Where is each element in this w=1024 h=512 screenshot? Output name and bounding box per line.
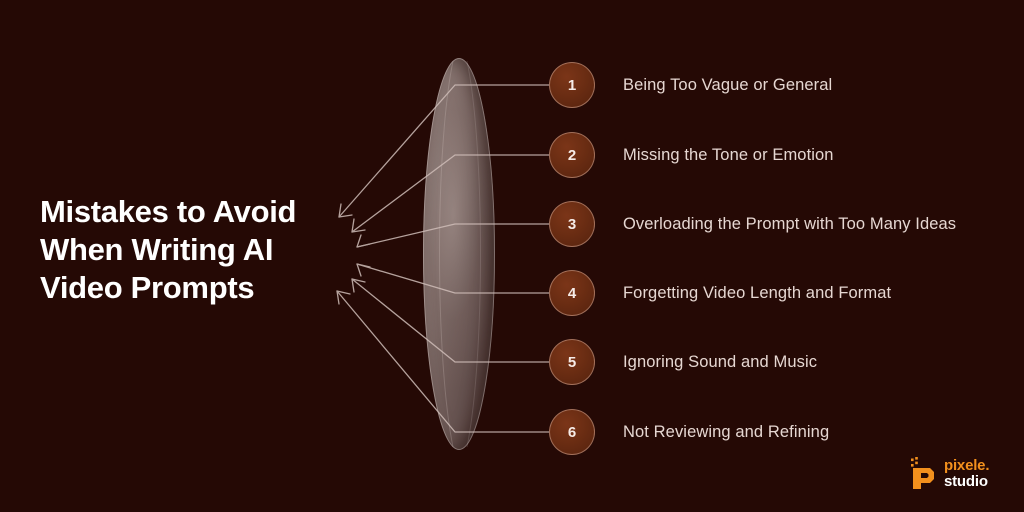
item-number: 6 [567,423,577,441]
title-line-3: Video Prompts [40,270,255,305]
item-number: 4 [567,284,577,302]
title-line-1: Mistakes to Avoid [40,194,297,229]
arrowhead-2 [351,218,366,233]
arrowhead-6 [336,290,351,305]
item-label: Forgetting Video Length and Format [623,283,892,302]
item-number-badge: 3 [549,201,595,247]
item-number-badge: 6 [549,409,595,455]
connector-1 [338,84,550,218]
connector-5 [351,278,550,363]
ellipse-contour-lines [423,58,495,450]
item-label: Ignoring Sound and Music [623,352,818,371]
logo-wordmark: pixele. studio [944,458,989,489]
item-number-badge: 5 [549,339,595,385]
item-label: Not Reviewing and Refining [623,422,830,441]
item-number-badge: 1 [549,62,595,108]
pixelated-p-icon [911,457,934,489]
item-label: Being Too Vague or General [623,75,833,94]
arrowhead-3 [356,234,371,248]
item-number: 2 [567,146,577,164]
ellipse-body [423,58,495,450]
logo-line-2: studio [944,472,988,490]
page-title: Mistakes to Avoid When Writing AI Video … [40,193,350,307]
arrowhead-5 [351,278,366,293]
item-number: 5 [567,353,577,371]
connector-4 [356,263,550,294]
brand-logo[interactable]: pixele. studio [908,452,1012,494]
item-label: Missing the Tone or Emotion [623,145,834,164]
logo-line-1: pixele. [944,456,990,474]
connector-2 [351,154,550,233]
central-ellipse-graphic [423,58,495,450]
item-number: 1 [567,76,577,94]
arrowhead-1 [338,203,353,218]
item-number-badge: 2 [549,132,595,178]
item-label: Overloading the Prompt with Too Many Ide… [623,214,957,233]
connector-6 [336,290,550,433]
title-line-2: When Writing AI [40,232,274,267]
item-number: 3 [567,215,577,233]
connector-3 [356,223,550,248]
arrowhead-4 [356,263,371,277]
item-number-badge: 4 [549,270,595,316]
